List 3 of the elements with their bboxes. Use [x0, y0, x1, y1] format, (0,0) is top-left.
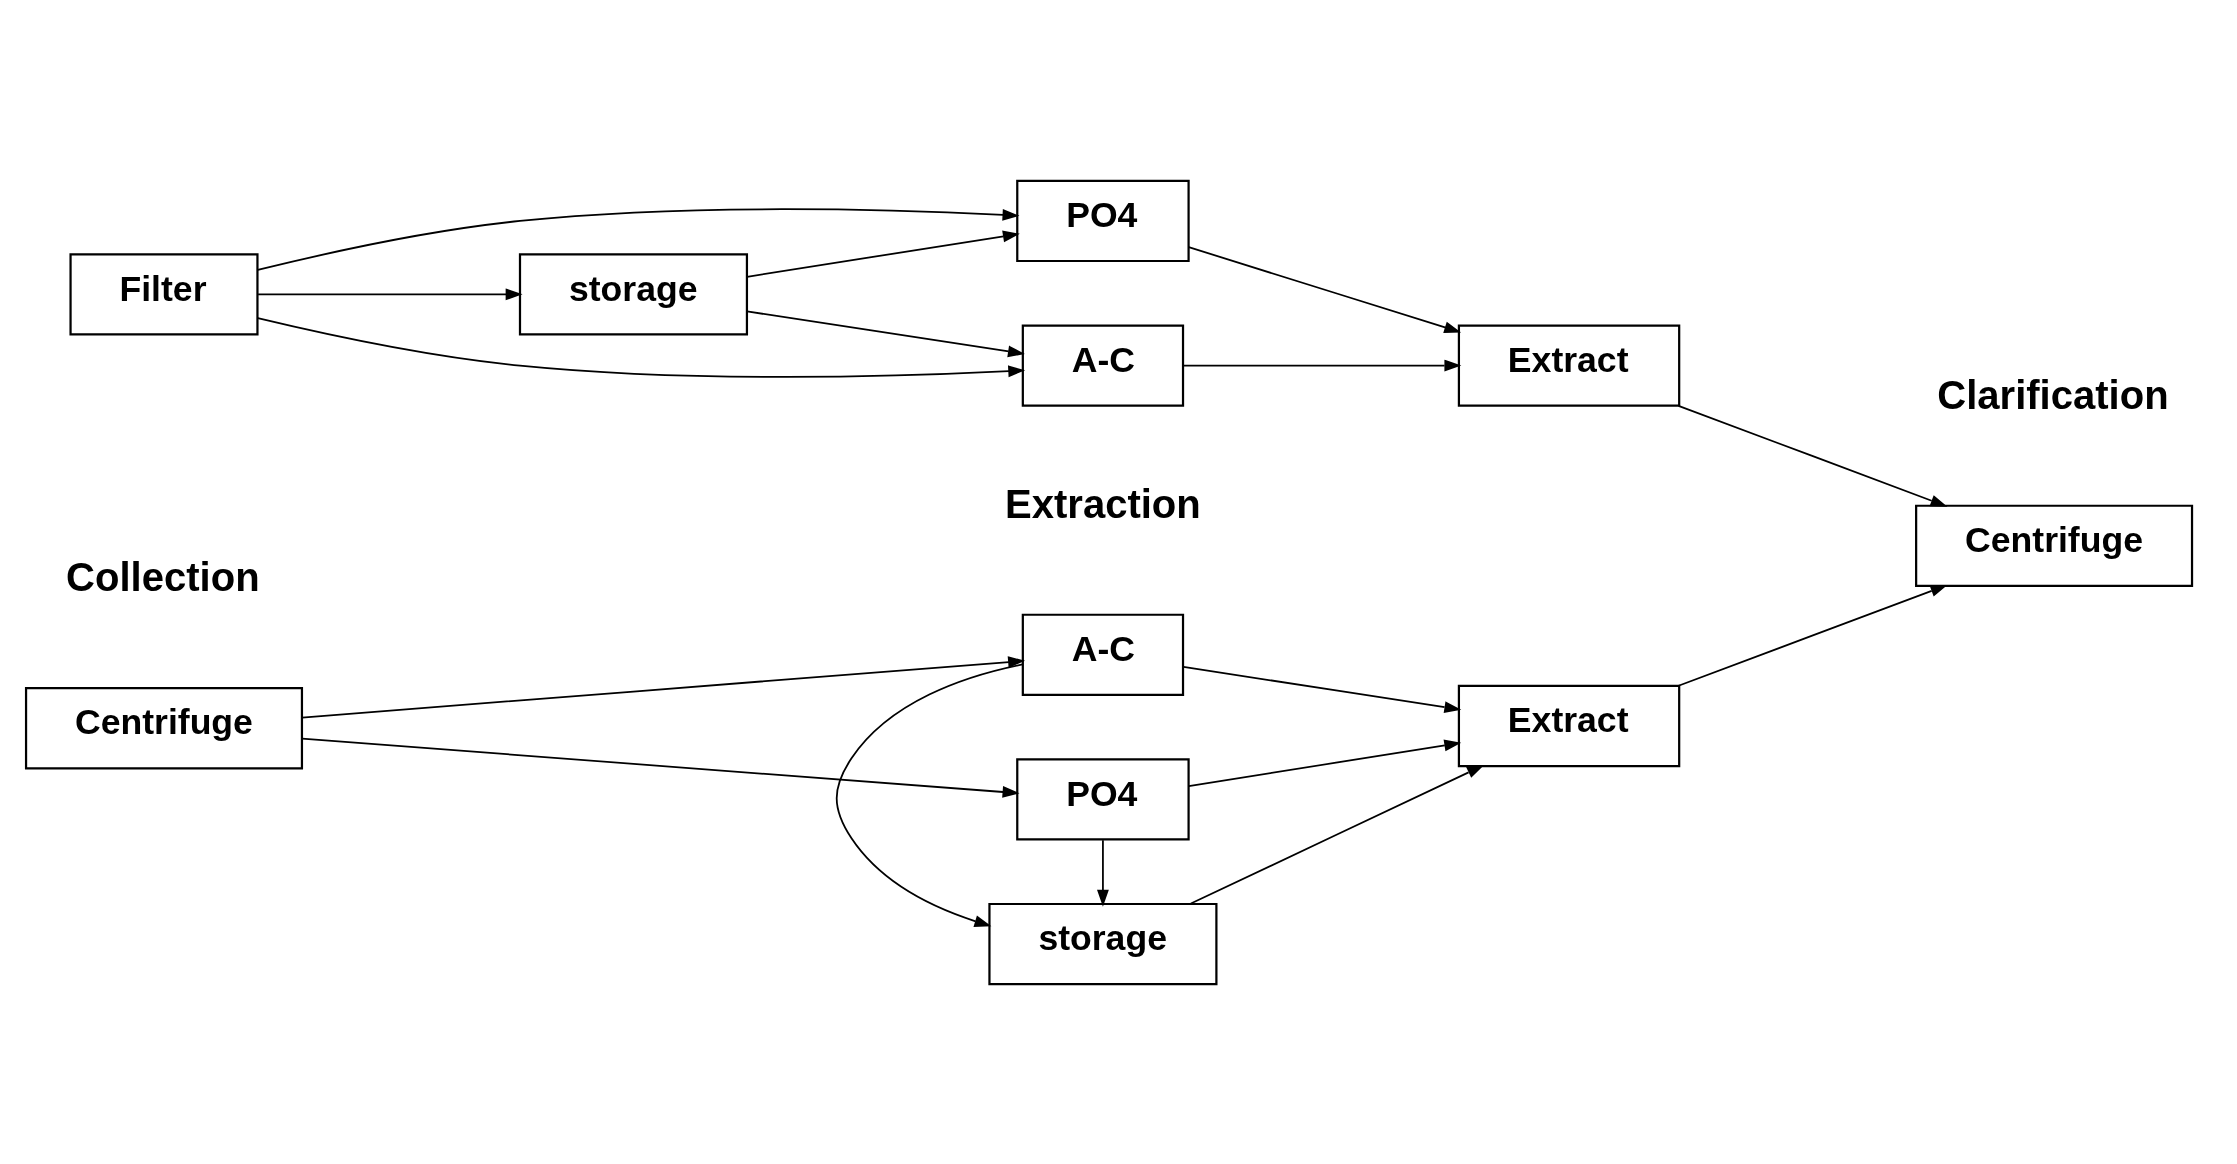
- label: Collection: [66, 554, 260, 599]
- label: Clarification: [1937, 372, 2169, 417]
- label: Extraction: [1005, 481, 1201, 526]
